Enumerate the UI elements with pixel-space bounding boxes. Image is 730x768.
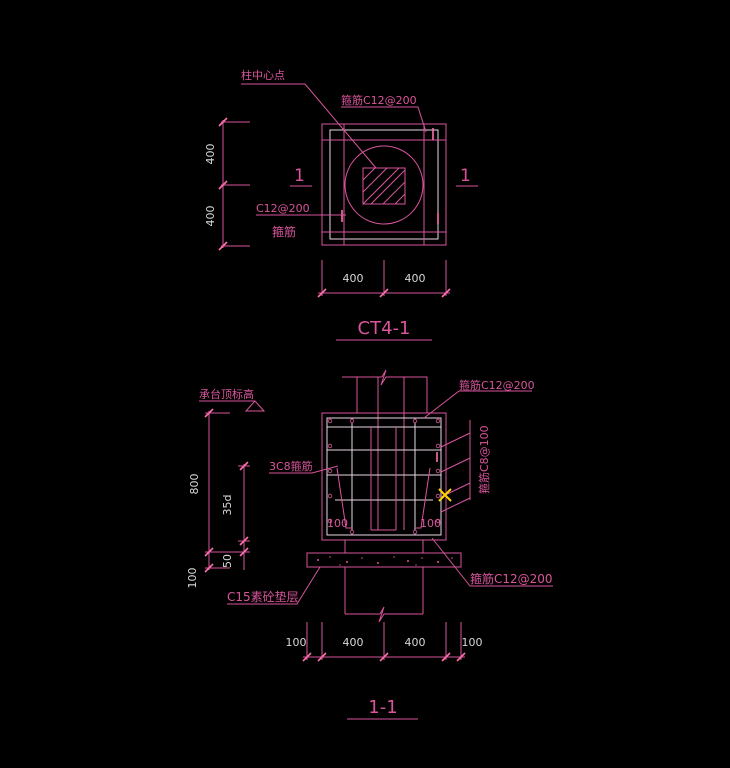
pad-texture	[317, 556, 453, 566]
svg-text:100: 100	[186, 568, 199, 589]
plan-outline	[321, 123, 447, 246]
svg-text:50: 50	[221, 554, 234, 568]
break-symbol-bottom	[345, 606, 423, 623]
plan-bottom-dimension: 400 400	[317, 260, 451, 298]
bar-3c8-label: 3C8箍筋	[269, 459, 313, 473]
svg-text:400: 400	[343, 636, 364, 649]
svg-text:100: 100	[286, 636, 307, 649]
inner-dim-left: 100	[327, 517, 348, 530]
section-view: 箍筋C12@200 箍筋C8@100 3C8箍筋 100 100 箍筋C12@2…	[186, 369, 553, 720]
section-stirrup-bottom-label: 箍筋C12@200	[470, 571, 553, 586]
blinding-pad	[306, 552, 462, 568]
rebar-dots	[327, 418, 441, 535]
svg-text:400: 400	[343, 272, 364, 285]
svg-text:400: 400	[405, 636, 426, 649]
svg-text:800: 800	[188, 474, 201, 495]
column-center-leader	[241, 83, 377, 169]
svg-text:100: 100	[462, 636, 483, 649]
plan-view: 柱中心点 箍筋C12@200 C12@200 箍筋 1 1 400 400	[204, 68, 478, 341]
column-section	[362, 167, 406, 205]
plan-stirrup-top-label: 箍筋C12@200	[341, 93, 417, 107]
section-left-dimension: 800 35d 50 100	[186, 408, 250, 589]
plan-stirrup-label: 箍筋	[272, 224, 296, 239]
break-symbol-top	[380, 369, 411, 386]
section-stirrup-side-label: 箍筋C8@100	[477, 425, 491, 494]
column-hatch	[362, 167, 406, 205]
svg-text:400: 400	[204, 206, 217, 227]
column-circle	[344, 145, 424, 225]
section-mark-right: 1	[460, 166, 471, 186]
pad-label: C15素砼垫层	[227, 589, 299, 604]
section-bottom-dimension: 100 400 400 100	[286, 622, 483, 662]
svg-text:400: 400	[204, 144, 217, 165]
column-center-label: 柱中心点	[241, 68, 285, 82]
svg-text:400: 400	[405, 272, 426, 285]
stirrup-side-leaders	[440, 420, 471, 513]
section-mark-left: 1	[294, 166, 305, 186]
section-stirrup-top-label: 箍筋C12@200	[459, 378, 535, 392]
cursor-marker	[438, 488, 452, 502]
svg-text:35d: 35d	[221, 495, 234, 516]
inner-dim-right: 100	[420, 517, 441, 530]
plan-left-dimension: 400 400	[204, 117, 250, 251]
section-title: 1-1	[368, 697, 397, 718]
plan-rebar-label: C12@200	[256, 202, 310, 215]
cap-top-elev-label: 承台顶标高	[199, 387, 254, 401]
plan-title: CT4-1	[358, 318, 411, 339]
plan-rebar-cage	[329, 129, 439, 240]
